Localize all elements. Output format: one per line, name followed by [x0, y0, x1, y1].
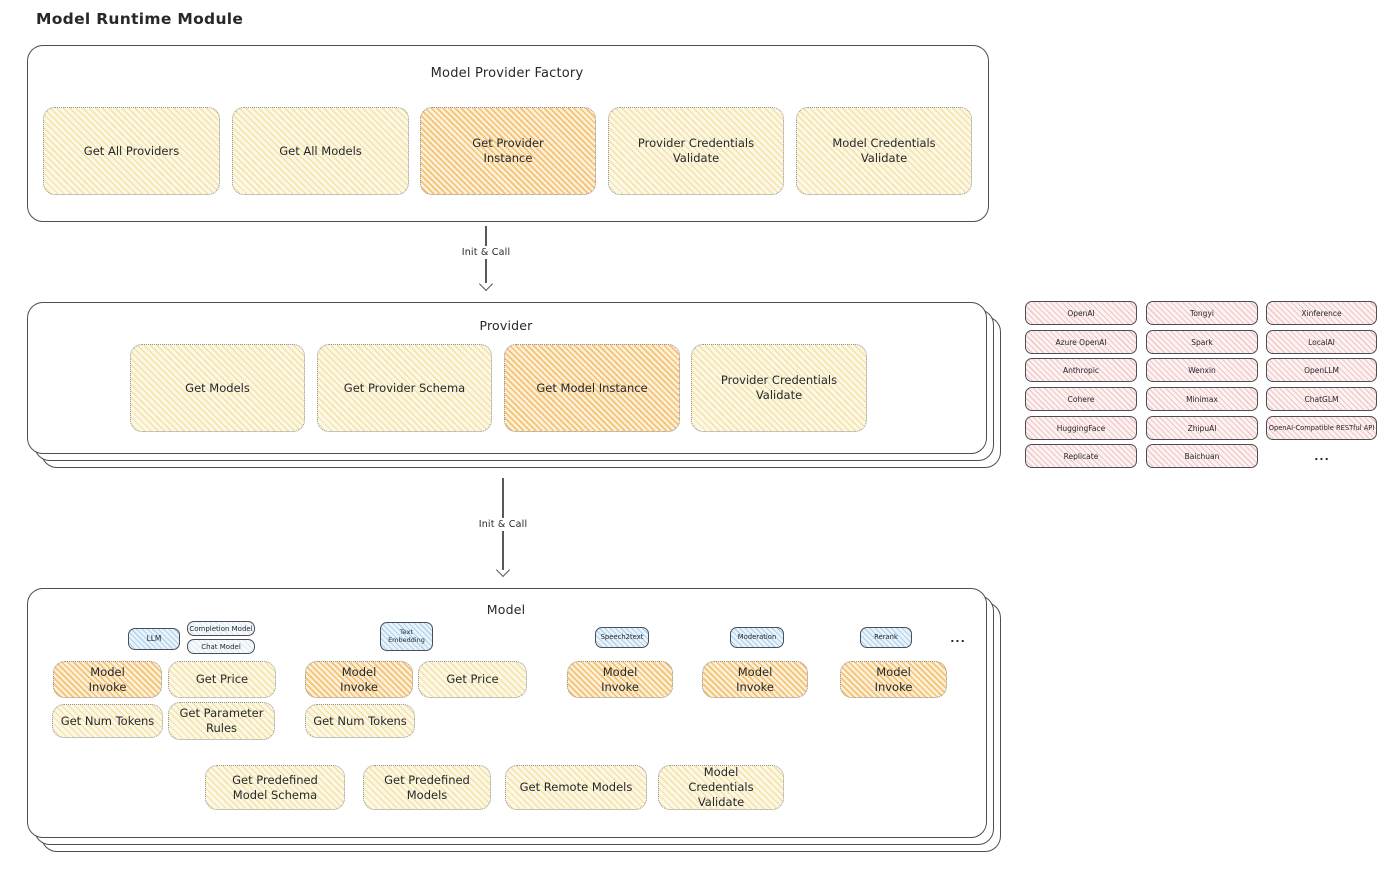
provider-item-minimax: Minimax: [1146, 387, 1258, 411]
provider-item-openai: OpenAI: [1025, 301, 1137, 325]
provider-item-localai: LocalAI: [1266, 330, 1377, 354]
provider-item-spark: Spark: [1146, 330, 1258, 354]
arrow-label-init-call-1: Init & Call: [457, 246, 515, 259]
tag-moderation: Moderation: [730, 627, 784, 648]
model-box-llm-get-parameter-rules: Get Parameter Rules: [168, 702, 275, 740]
arrow-head-2-icon: [495, 562, 511, 578]
provider-item-replicate: Replicate: [1025, 444, 1137, 468]
factory-box-provider-credentials-validate: Provider Credentials Validate: [608, 107, 784, 195]
model-box-embedding-get-num-tokens: Get Num Tokens: [305, 704, 415, 738]
tag-speech2text: Speech2text: [595, 627, 649, 648]
provider-box-get-model-instance: Get Model Instance: [504, 344, 680, 432]
model-box-rerank-model-invoke: Model Invoke: [840, 661, 947, 698]
tag-completion-model: Completion Model: [187, 621, 255, 636]
page-title: Model Runtime Module: [36, 10, 244, 28]
provider-box-get-provider-schema: Get Provider Schema: [317, 344, 492, 432]
provider-item-openllm: OpenLLM: [1266, 358, 1377, 382]
model-tags-more: ...: [950, 631, 966, 645]
provider-title: Provider: [479, 318, 533, 333]
model-box-llm-model-invoke: Model Invoke: [53, 661, 162, 698]
model-box-get-predefined-model-schema: Get Predefined Model Schema: [205, 765, 345, 810]
provider-item-cohere: Cohere: [1025, 387, 1137, 411]
model-box-get-predefined-models: Get Predefined Models: [363, 765, 491, 810]
provider-item-wenxin: Wenxin: [1146, 358, 1258, 382]
factory-box-get-all-models: Get All Models: [232, 107, 409, 195]
provider-item-baichuan: Baichuan: [1146, 444, 1258, 468]
provider-item-anthropic: Anthropic: [1025, 358, 1137, 382]
model-title: Model: [486, 602, 526, 617]
provider-item-azure-openai: Azure OpenAI: [1025, 330, 1137, 354]
provider-item-xinference: Xinference: [1266, 301, 1377, 325]
arrow-label-init-call-2: Init & Call: [474, 518, 532, 531]
factory-box-get-all-providers: Get All Providers: [43, 107, 220, 195]
tag-rerank: Rerank: [860, 627, 912, 648]
model-box-embedding-get-price: Get Price: [418, 661, 527, 698]
model-box-llm-get-price: Get Price: [168, 661, 276, 698]
arrow-head-1-icon: [478, 276, 494, 292]
factory-title: Model Provider Factory: [430, 66, 584, 81]
factory-box-get-provider-instance: Get Provider Instance: [420, 107, 596, 195]
model-box-model-credentials-validate: Model Credentials Validate: [658, 765, 784, 810]
model-box-moderation-model-invoke: Model Invoke: [702, 661, 808, 698]
provider-list-more: ...: [1314, 449, 1330, 463]
model-box-embedding-model-invoke: Model Invoke: [305, 661, 413, 698]
model-box-get-remote-models: Get Remote Models: [505, 765, 647, 810]
model-box-speech2text-model-invoke: Model Invoke: [567, 661, 673, 698]
provider-box-provider-credentials-validate: Provider Credentials Validate: [691, 344, 867, 432]
tag-llm: LLM: [128, 628, 180, 650]
provider-item-tongyi: Tongyi: [1146, 301, 1258, 325]
provider-box-get-models: Get Models: [130, 344, 305, 432]
model-box-llm-get-num-tokens: Get Num Tokens: [52, 704, 163, 738]
tag-chat-model: Chat Model: [187, 639, 255, 654]
provider-item-chatglm: ChatGLM: [1266, 387, 1377, 411]
factory-box-model-credentials-validate: Model Credentials Validate: [796, 107, 972, 195]
tag-text-embedding: Text Embedding: [380, 622, 433, 651]
provider-item-huggingface: HuggingFace: [1025, 416, 1137, 440]
provider-item-zhipuai: ZhipuAI: [1146, 416, 1258, 440]
provider-item-openai-compatible-restful-api: OpenAI-Compatible RESTful API: [1266, 416, 1377, 440]
